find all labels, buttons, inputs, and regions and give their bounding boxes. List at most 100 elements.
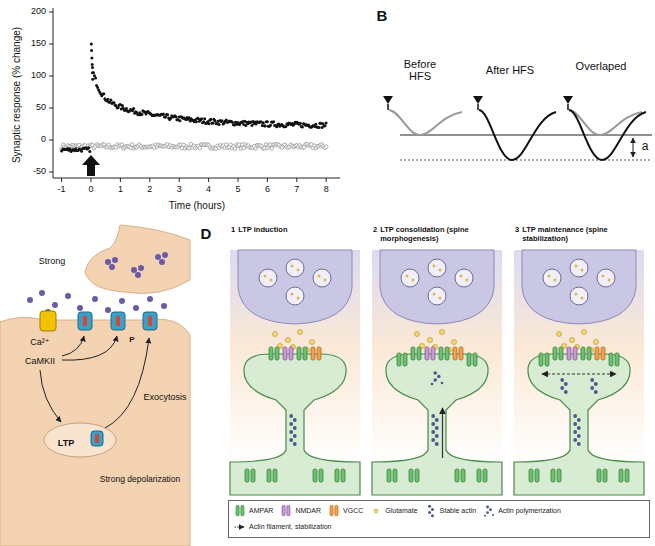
receptor-symbol-part — [143, 312, 157, 330]
data-points-part — [270, 147, 274, 151]
time-course-plot-part-part — [326, 178, 327, 182]
time-course-plot — [49, 8, 340, 182]
synapse-cartoon-part-part — [131, 267, 137, 273]
legend-sample — [369, 504, 383, 518]
data-points-part — [88, 150, 91, 153]
data-points-part — [209, 118, 212, 121]
time-course-plot-part-part — [49, 108, 53, 109]
legend-item: NMDAR — [279, 504, 321, 518]
data-points-part — [221, 119, 224, 122]
epsp-traces-part — [563, 96, 573, 104]
step-title: LTP consolidation (spine morphogenesis) — [380, 226, 501, 243]
time-course-plot-part-part — [208, 178, 209, 182]
kinase-label: CaMKII — [25, 357, 55, 367]
legend-sample — [482, 504, 496, 518]
receptor-symbol-part — [111, 312, 125, 330]
process-label: Strong depolarization — [100, 475, 180, 484]
legend-item: Actin filament, stabilization — [233, 520, 331, 534]
data-points-part — [299, 122, 302, 125]
receptor-symbol-part — [78, 312, 92, 330]
tick-label: 3 — [177, 185, 182, 195]
spine-stages — [230, 250, 644, 495]
time-course-plot-part-part — [49, 172, 53, 173]
data-points-part — [91, 66, 94, 69]
tick-label: 5 — [235, 185, 240, 195]
data-points-part — [174, 115, 177, 118]
time-course-plot-part-part — [49, 76, 53, 77]
tick-label: 100 — [31, 71, 46, 81]
synapse-cartoon-part-part — [105, 259, 111, 265]
epsp-traces-part — [473, 96, 483, 104]
tick-label: 200 — [31, 7, 46, 17]
legend-item: Stable actin — [424, 504, 477, 518]
legend-text: AMPAR — [249, 507, 273, 515]
time-course-plot-part-part — [238, 178, 239, 182]
synapse-cartoon-part — [95, 434, 99, 443]
epsp-traces-part — [479, 110, 556, 160]
epsp-traces-part — [567, 104, 569, 110]
legend-text: NMDAR — [295, 507, 321, 515]
epsp-traces-part — [387, 104, 389, 110]
epsp-traces — [383, 96, 652, 160]
data-points-part — [231, 121, 234, 124]
tick-label: 6 — [265, 185, 270, 195]
spine-stages-part-part — [467, 353, 477, 366]
epsp-traces-part — [400, 160, 652, 161]
data-points-part — [80, 150, 83, 153]
stage-panel: 3LTP maintenance (spine stabilization) — [512, 226, 646, 496]
legend-item: VGCC — [327, 504, 363, 518]
step-title: LTP induction — [238, 226, 359, 235]
receptor-symbol-part — [116, 316, 120, 326]
synapse-cartoon-part-part — [52, 302, 58, 308]
data-points-part — [314, 123, 317, 126]
synapse-cartoon-part-part — [159, 259, 165, 265]
legend-symbol — [236, 505, 244, 515]
tick-label: 4 — [206, 185, 211, 195]
panel-title-row: 3LTP maintenance (spine stabilization) — [512, 226, 646, 243]
tick-label: 0 — [88, 185, 93, 195]
time-course-plot-part-part — [179, 178, 180, 182]
data-points-part — [106, 98, 109, 101]
phosphate-label: P — [129, 336, 134, 345]
synapse-cartoon-part-part — [162, 252, 168, 258]
trace-label: Overlaped — [570, 60, 632, 72]
tick-label: 50 — [36, 103, 46, 113]
data-points-part — [90, 43, 93, 46]
axis-title: Synaptic response (% change) — [11, 27, 22, 163]
nmda-channel — [40, 311, 56, 331]
synapse-cartoon-part-part — [133, 305, 139, 311]
data-points-part — [269, 124, 272, 127]
epsp-traces-part — [389, 110, 462, 135]
receptor-symbol — [78, 312, 157, 330]
time-course-plot-part-part — [149, 178, 150, 182]
data-points-part — [262, 121, 265, 124]
synapse-cartoon-part-part — [27, 297, 33, 303]
synapse-cartoon-part-part — [92, 296, 98, 302]
synapse-cartoon-part — [27, 252, 168, 315]
spine-stages-part-part — [539, 353, 549, 366]
data-points-part — [91, 63, 94, 66]
data-points-part — [120, 143, 124, 147]
legend-text: Stable actin — [440, 507, 477, 515]
legend-sample — [279, 504, 293, 518]
synapse-cartoon-part — [85, 225, 190, 294]
panel-letter: B — [377, 8, 388, 25]
trace-label: After HFS — [483, 64, 537, 76]
legend-sample — [233, 520, 247, 534]
legend-item: AMPAR — [233, 504, 273, 518]
synapse-cartoon-part-part — [109, 264, 115, 270]
data-points-part — [140, 113, 143, 116]
legend-symbol — [428, 505, 434, 518]
amplitude-label: a — [642, 140, 649, 153]
synapse-cartoon — [0, 225, 190, 546]
time-course-plot-part-part — [120, 178, 121, 182]
spine-stages-part — [539, 353, 619, 394]
synapse-cartoon-part — [91, 431, 103, 446]
synapse-cartoon-part-part — [138, 265, 144, 271]
legend-sample — [424, 504, 438, 518]
tick-label: 7 — [294, 185, 299, 195]
legend-text: Actin filament, stabilization — [249, 523, 331, 531]
spine-stages-part-part — [609, 353, 619, 366]
